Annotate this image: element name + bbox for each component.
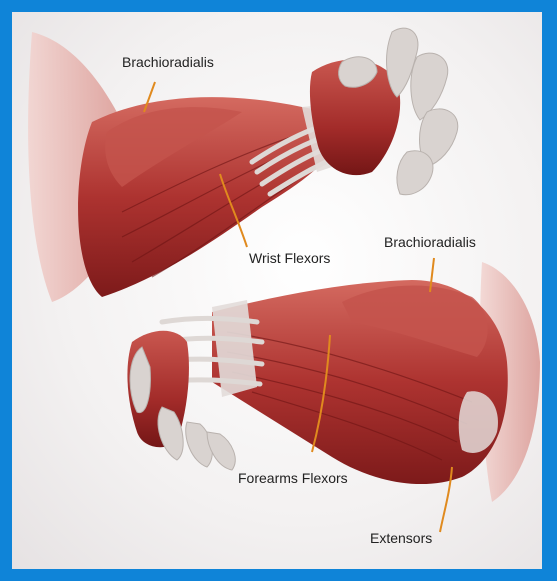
- lower-arm-illustration: [127, 262, 540, 502]
- label-wrist-flexors: Wrist Flexors: [249, 250, 330, 266]
- label-brachioradialis-bottom: Brachioradialis: [384, 234, 476, 250]
- label-forearms-flexors: Forearms Flexors: [238, 470, 348, 486]
- label-extensors: Extensors: [370, 530, 432, 546]
- illustration-panel: Brachioradialis Wrist Flexors Brachiorad…: [12, 12, 542, 569]
- upper-arm-illustration: [28, 28, 458, 302]
- label-brachioradialis-top: Brachioradialis: [122, 54, 214, 70]
